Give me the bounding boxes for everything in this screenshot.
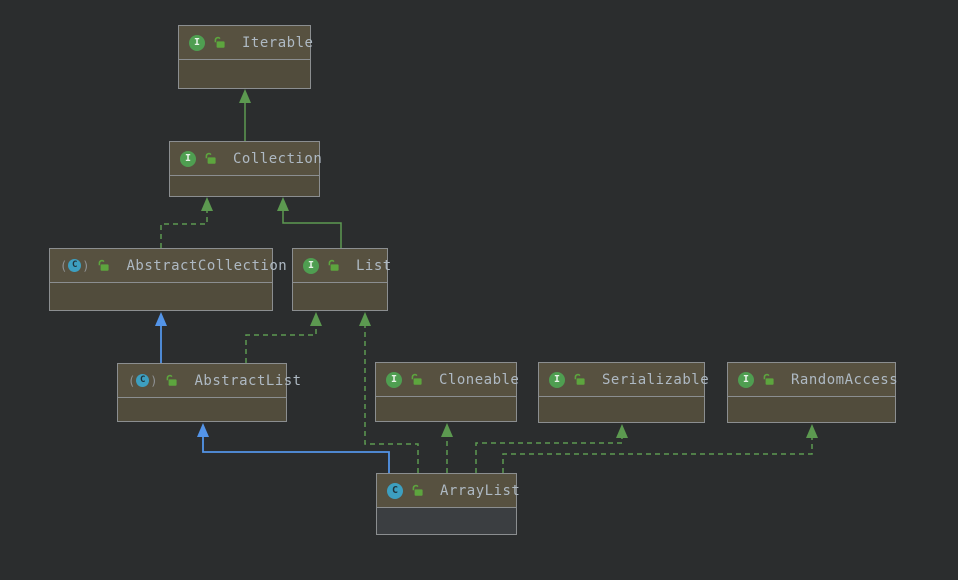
arrowhead-up — [201, 197, 213, 211]
node-label: Iterable — [242, 34, 314, 51]
arrowhead-up — [277, 197, 289, 211]
interface-icon: I — [189, 34, 205, 51]
node-label: Cloneable — [439, 371, 520, 388]
edge-abstract-collection-to-collection-implements — [160, 197, 213, 248]
node-header: I Serializable — [539, 363, 709, 397]
class-node-array-list[interactable]: C ArrayList — [376, 473, 520, 535]
class-icon: C — [387, 482, 403, 499]
edge-abstract-list-to-list-implements — [245, 312, 322, 363]
node-label: ArrayList — [440, 482, 521, 499]
edge-array-list-to-random-access-implements — [502, 424, 818, 473]
edge-array-list-to-list-implements — [359, 312, 419, 473]
node-header: I Cloneable — [376, 363, 520, 397]
node-label: AbstractList — [194, 372, 302, 389]
interface-icon: I — [738, 371, 754, 388]
edge-array-list-to-cloneable-implements — [441, 423, 453, 473]
interface-icon: I — [303, 257, 319, 274]
node-header: C ArrayList — [377, 474, 520, 508]
edge-list-to-collection-extends — [277, 197, 342, 248]
abstract-class-icon: C — [68, 259, 82, 272]
edge-collection-to-iterable-extends — [239, 89, 251, 141]
node-header: I Collection — [170, 142, 323, 176]
node-fields-section — [293, 283, 387, 310]
node-fields-section — [179, 60, 310, 88]
node-fields-section — [170, 176, 319, 196]
node-header: I RandomAccess — [728, 363, 899, 397]
abstract-marker-right: ) — [150, 373, 158, 388]
arrowhead-up — [806, 424, 818, 438]
abstract-class-icon: C — [136, 374, 150, 387]
class-node-iterable[interactable]: I Iterable — [178, 25, 314, 89]
open-lock-icon — [167, 374, 178, 386]
open-lock-icon — [412, 484, 423, 496]
node-header: (C) AbstractList — [118, 364, 301, 398]
edge-array-list-to-serializable-implements — [475, 424, 628, 473]
class-node-abstract-list[interactable]: (C) AbstractList — [117, 363, 301, 422]
node-fields-section — [50, 283, 272, 310]
edge-array-list-to-abstract-list-extends — [197, 423, 390, 473]
class-node-random-access[interactable]: I RandomAccess — [727, 362, 899, 423]
arrowhead-up — [441, 423, 453, 437]
abstract-marker-left: ( — [60, 258, 68, 273]
edge-abstract-list-to-abstract-collection-extends — [155, 312, 167, 363]
open-lock-icon — [99, 259, 110, 271]
node-fields-section — [376, 397, 516, 421]
node-fields-section — [728, 397, 895, 422]
class-node-serializable[interactable]: I Serializable — [538, 362, 709, 423]
class-node-abstract-collection[interactable]: (C) AbstractCollection — [49, 248, 287, 311]
arrowhead-up — [239, 89, 251, 103]
node-header: I List — [293, 249, 391, 283]
abstract-marker-left: ( — [128, 373, 136, 388]
node-fields-section — [539, 397, 704, 422]
node-label: List — [356, 257, 392, 274]
node-label: Collection — [233, 150, 323, 167]
open-lock-icon — [205, 152, 216, 164]
class-node-collection[interactable]: I Collection — [169, 141, 323, 197]
node-label: AbstractCollection — [126, 257, 288, 274]
class-node-list[interactable]: I List — [292, 248, 391, 311]
open-lock-icon — [411, 373, 422, 385]
arrowhead-up — [310, 312, 322, 326]
open-lock-icon — [574, 373, 585, 385]
arrowhead-up — [197, 423, 209, 437]
node-fields-section — [118, 398, 286, 421]
interface-icon: I — [386, 371, 402, 388]
class-node-cloneable[interactable]: I Cloneable — [375, 362, 520, 422]
arrowhead-up — [359, 312, 371, 326]
node-header: I Iterable — [179, 26, 314, 60]
node-fields-section — [377, 508, 516, 534]
open-lock-icon — [763, 373, 774, 385]
abstract-marker-right: ) — [82, 258, 90, 273]
open-lock-icon — [214, 36, 225, 48]
arrowhead-up — [155, 312, 167, 326]
node-label: Serializable — [602, 371, 710, 388]
interface-icon: I — [180, 150, 196, 167]
open-lock-icon — [328, 259, 339, 271]
node-header: (C) AbstractCollection — [50, 249, 287, 283]
interface-icon: I — [549, 371, 565, 388]
arrowhead-up — [616, 424, 628, 438]
node-label: RandomAccess — [791, 371, 899, 388]
